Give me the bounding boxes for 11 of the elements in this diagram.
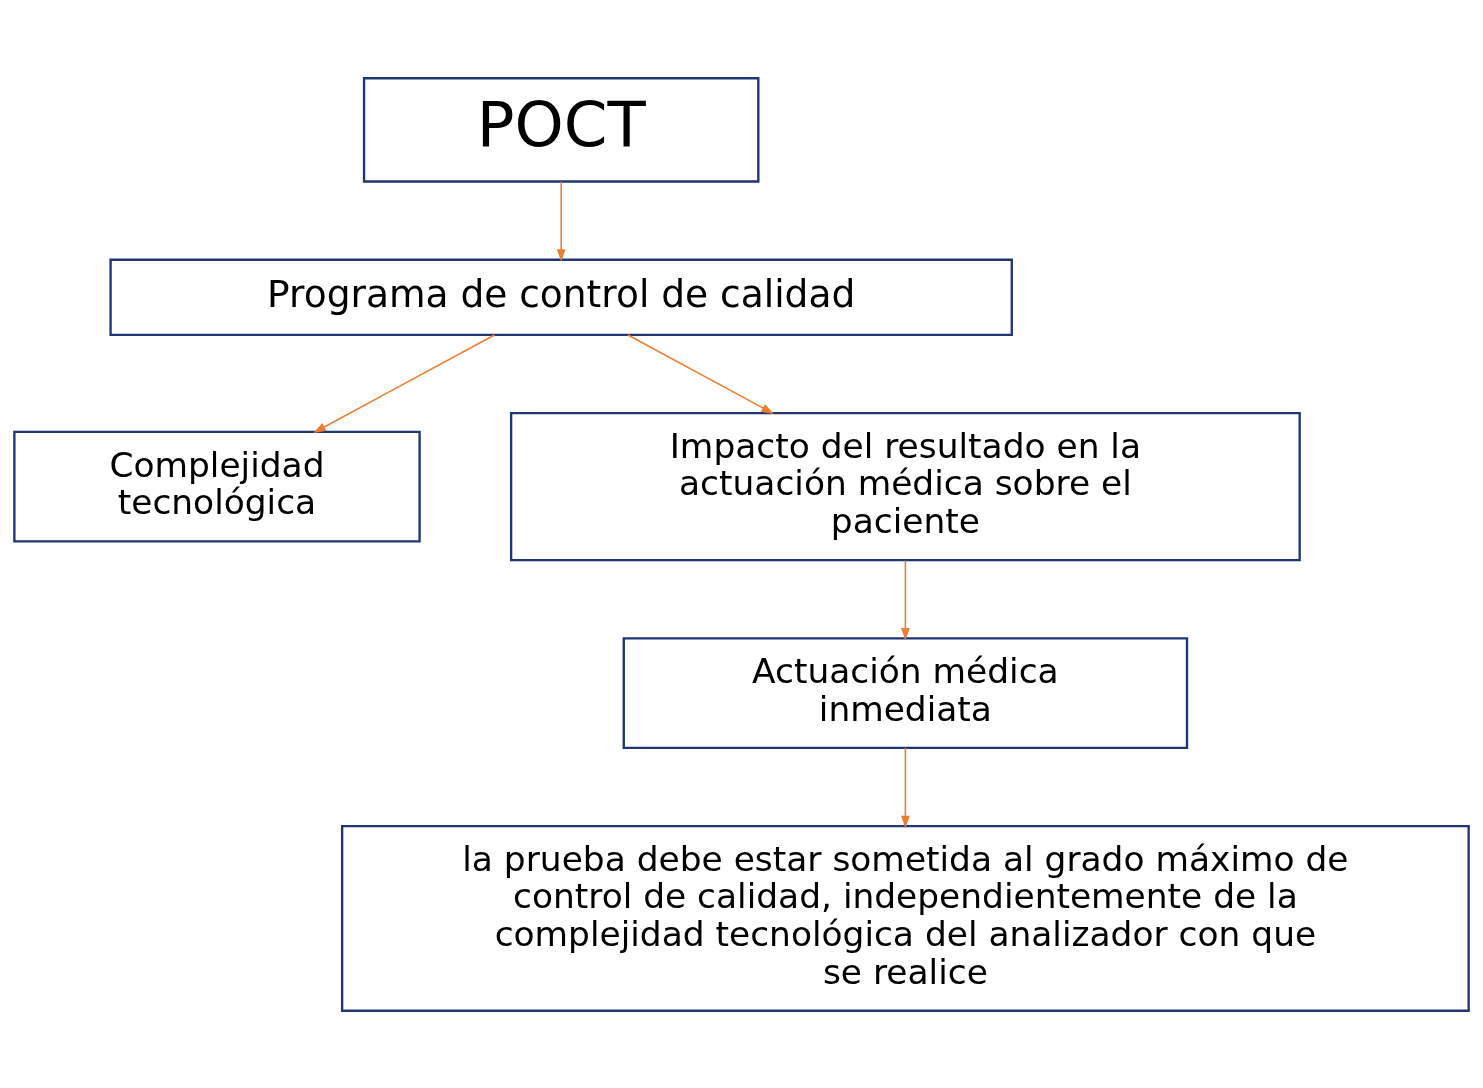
- node-box: POCT: [362, 76, 760, 183]
- node-box: Programa de control de calidad: [109, 258, 1013, 336]
- arrow: [556, 180, 566, 262]
- node-box: Complejidad tecnológica: [13, 430, 421, 543]
- arrow: [627, 333, 774, 414]
- node-box: Impacto del resultado en la actuación médica sobre el paciente: [509, 411, 1301, 561]
- arrow: [901, 559, 910, 640]
- node-box: Actuación médica inmediata: [622, 636, 1189, 749]
- arrow: [313, 333, 496, 433]
- arrow: [901, 746, 910, 828]
- node-box: la prueba debe estar sometida al grado máximo de control de calidad, independientemente de la complejidad tecnológica del analizador con que se realice: [340, 824, 1470, 1012]
